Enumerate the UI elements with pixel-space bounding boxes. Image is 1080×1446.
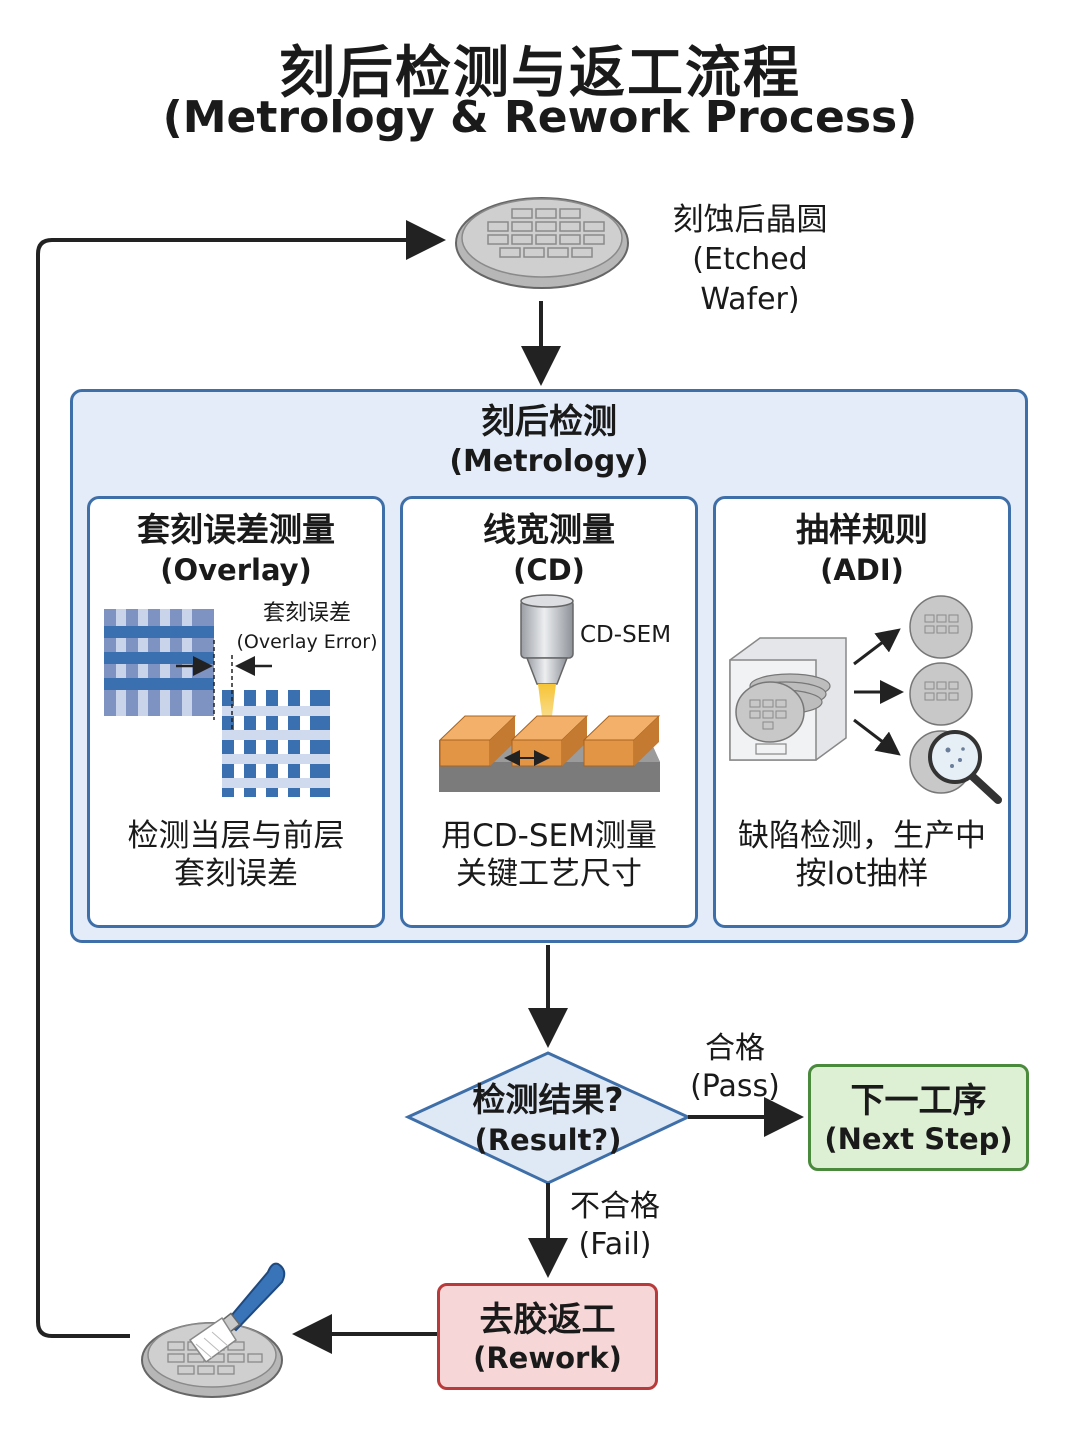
panel-overlay-desc: 检测当层与前层 套刻误差 [90,817,382,893]
next-step-node: 下一工序 (Next Step) [808,1064,1029,1171]
panel-adi-desc-line2: 按lot抽样 [795,856,929,892]
panel-cd-title: 线宽测量 (CD) [403,509,695,591]
panel-overlay-title: 套刻误差测量 (Overlay) [90,509,382,591]
etched-wafer-label-en: (Etched Wafer) [692,242,808,317]
fail-label-zh: 不合格 [570,1189,660,1224]
overlay-error-zh: 套刻误差 [262,601,351,626]
magnifier-icon [928,730,1002,804]
overlay-grid-icon [104,609,330,797]
pass-label: 合格 (Pass) [680,1030,790,1106]
rework-zh: 去胶返工 [479,1300,616,1340]
decision-label-en: (Result?) [474,1123,622,1157]
next-step-en: (Next Step) [824,1122,1013,1156]
cd-sem-annotation: CD-SEM [580,622,672,648]
panel-cd: 线宽测量 (CD) 用CD-SEM测量 关键工艺尺寸 [400,496,698,928]
panel-cd-desc-line1: 用CD-SEM测量 [441,818,657,854]
wafer-icon [455,197,629,289]
metrology-title-en: (Metrology) [449,444,649,479]
pass-label-en: (Pass) [690,1069,780,1104]
panel-adi-desc: 缺陷检测，生产中 按lot抽样 [716,817,1008,893]
next-step-zh: 下一工序 [850,1081,987,1121]
panel-cd-desc: 用CD-SEM测量 关键工艺尺寸 [403,817,695,893]
panel-adi-title-zh: 抽样规则 [796,510,928,549]
rework-node: 去胶返工 (Rework) [437,1283,658,1390]
etched-wafer-label: 刻蚀后晶圆 (Etched Wafer) [640,200,860,320]
decision-label: 检测结果? (Result?) [420,1080,676,1160]
panel-adi-title-en: (ADI) [820,553,904,587]
pass-label-zh: 合格 [705,1031,765,1066]
brush-icon [188,1262,286,1364]
rework-loop-arrow [36,220,446,1338]
panel-adi-desc-line1: 缺陷检测，生产中 [738,818,986,854]
panel-overlay-title-zh: 套刻误差测量 [137,510,335,549]
panel-cd-title-en: (CD) [513,553,585,587]
panel-overlay-desc-line2: 套刻误差 [174,856,298,892]
panel-adi-title: 抽样规则 (ADI) [716,509,1008,591]
metrology-title-zh: 刻后检测 [481,402,617,442]
page-title: 刻后检测与返工流程 [279,41,801,106]
wafer-cassette-icon [729,595,973,794]
decision-label-zh: 检测结果? [472,1080,624,1119]
fail-label-en: (Fail) [578,1227,652,1262]
panel-cd-desc-line2: 关键工艺尺寸 [456,856,642,892]
etched-wafer-label-zh: 刻蚀后晶圆 [672,202,828,238]
rework-en: (Rework) [473,1341,622,1375]
panel-overlay-title-en: (Overlay) [160,553,312,587]
page-subtitle: (Metrology & Rework Process) [162,92,918,143]
cd-sem-icon [438,594,661,792]
fail-label: 不合格 (Fail) [560,1188,670,1264]
panel-overlay-desc-line1: 检测当层与前层 [127,818,345,854]
overlay-error-annotation: 套刻误差 (Overlay Error) [232,600,382,656]
overlay-error-en: (Overlay Error) [236,631,378,653]
metrology-title: 刻后检测 (Metrology) [70,402,1028,482]
panel-cd-title-zh: 线宽测量 [483,510,615,549]
